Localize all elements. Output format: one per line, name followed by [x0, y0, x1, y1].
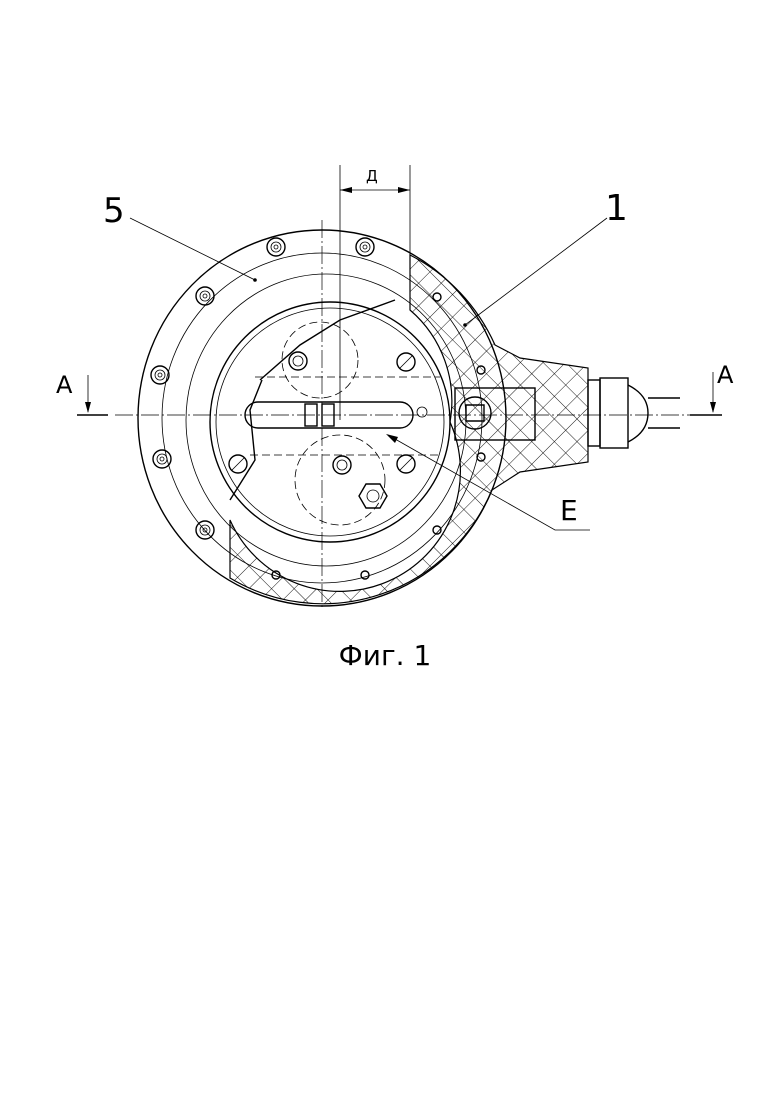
plate-edge	[260, 300, 395, 380]
figure-caption: Фиг. 1	[339, 639, 432, 672]
leader-5	[130, 218, 255, 280]
section-mark-left	[77, 375, 108, 415]
housing-section-hatch	[230, 255, 588, 604]
lower-cam-hidden	[295, 435, 385, 525]
section-label-right: A	[717, 361, 734, 389]
part-label-5: 5	[103, 191, 125, 231]
leader-e-arrow	[386, 434, 398, 443]
pin	[417, 407, 427, 417]
cable-gland	[588, 378, 680, 448]
section-label-left: A	[56, 371, 73, 399]
inner-window-ring	[216, 308, 444, 536]
inner-window	[210, 302, 450, 542]
plate-edge	[230, 380, 262, 500]
flange-bolts	[151, 238, 374, 539]
leader-dot	[253, 278, 257, 282]
leader-1	[465, 218, 607, 325]
leader-dot	[463, 323, 467, 327]
part-label-1: 1	[605, 188, 628, 229]
dimension-label: Д	[366, 167, 378, 185]
dimension-d	[340, 165, 410, 420]
view-label-e: E	[560, 494, 578, 527]
